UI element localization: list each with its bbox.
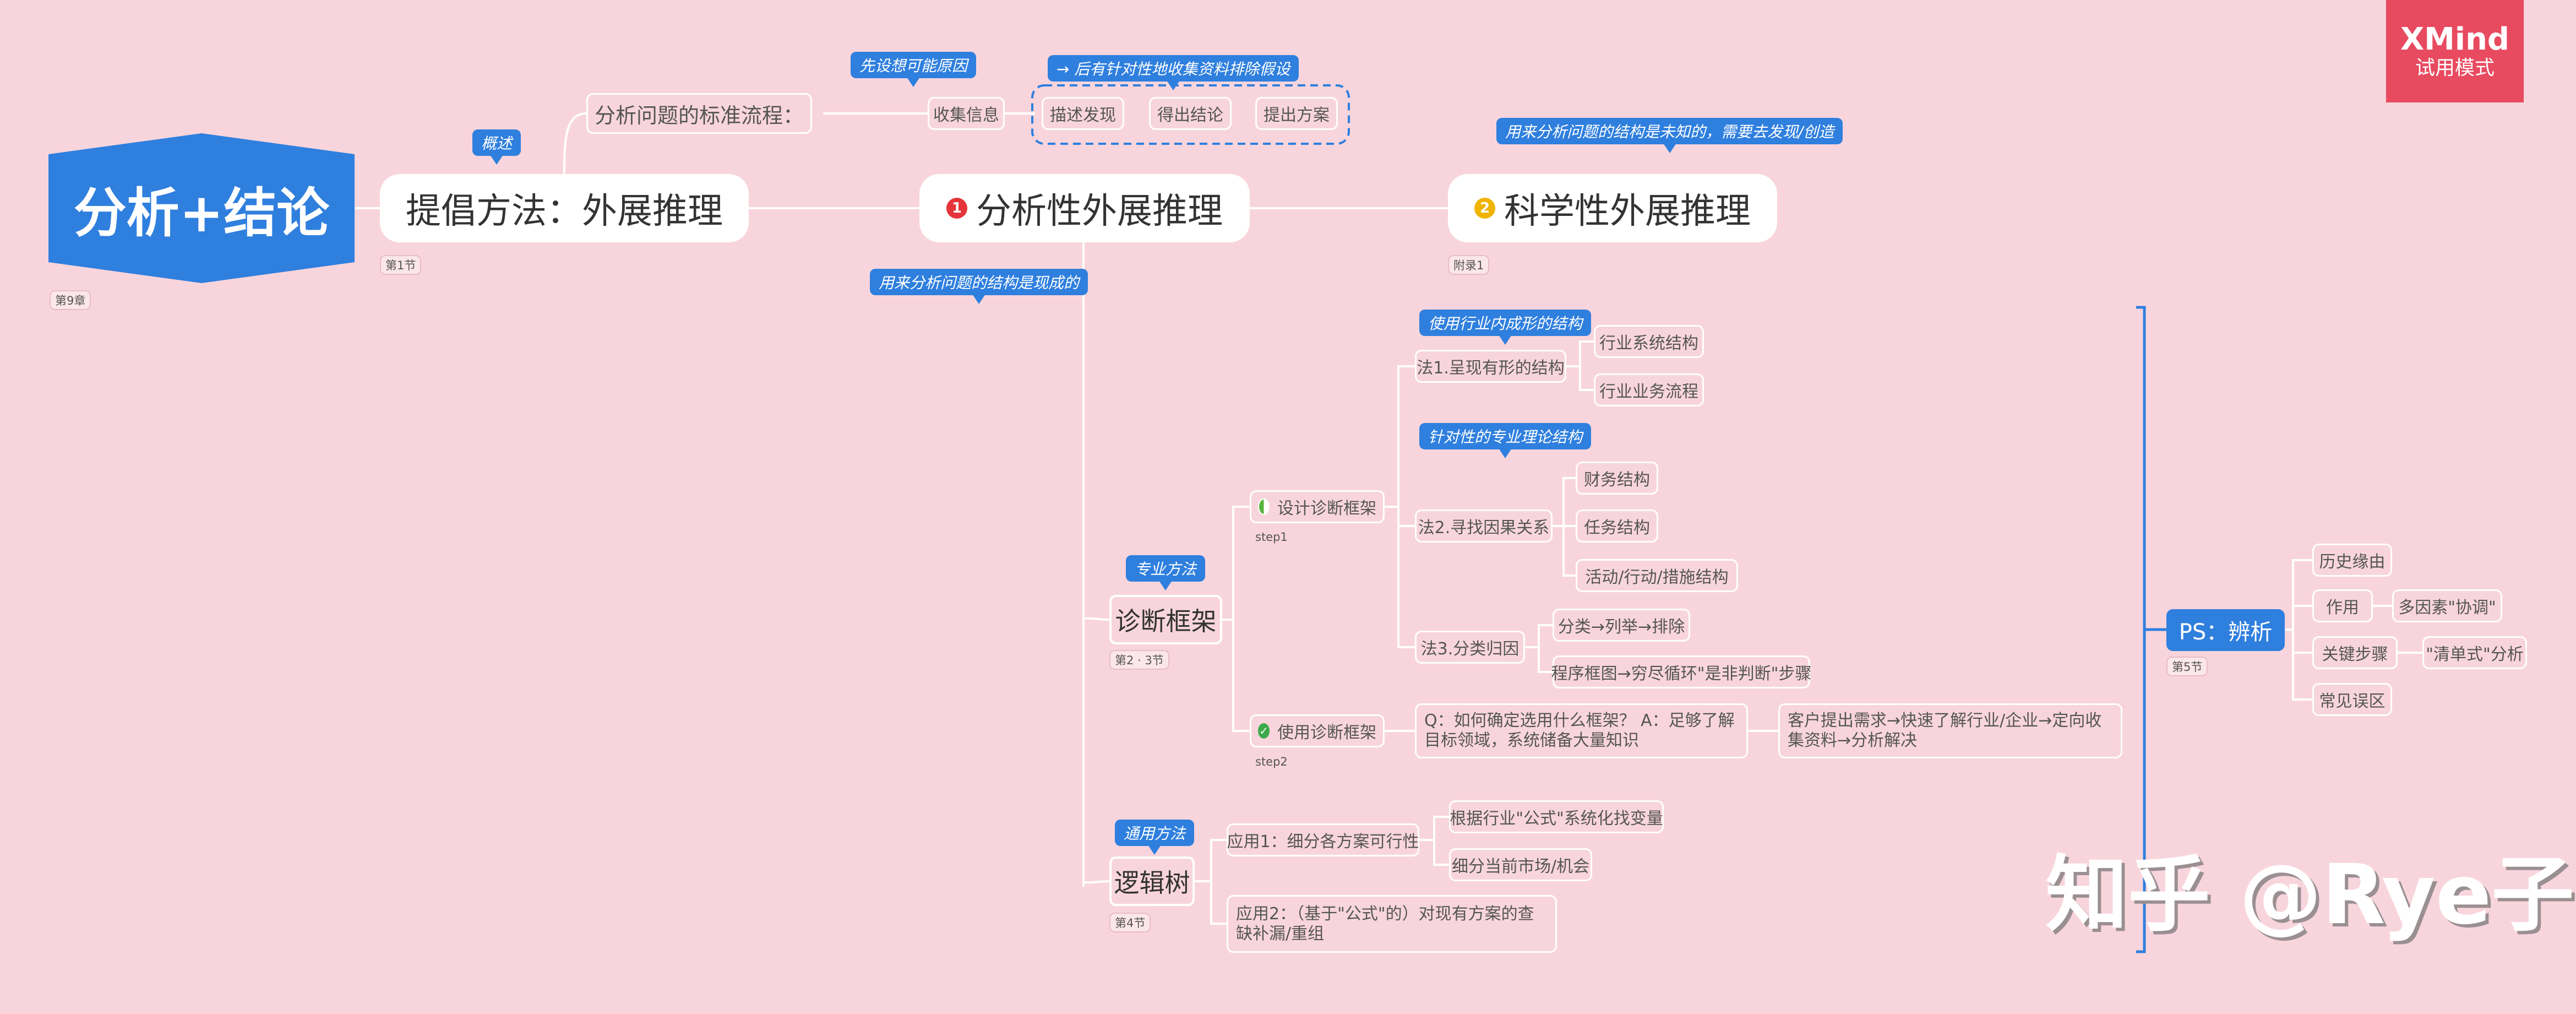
- m1-node[interactable]: 法1.呈现有形的结构: [1415, 350, 1566, 383]
- priority-1-icon: 1: [946, 198, 967, 219]
- ps-item-pitfalls[interactable]: 常见误区: [2312, 683, 2392, 716]
- step2-qa[interactable]: Q：如何确定选用什么框架？ A：足够了解目标领域，系统储备大量知识: [1415, 703, 1748, 758]
- step2-label: 使用诊断框架: [1277, 723, 1376, 742]
- app1-child-formula[interactable]: 根据行业"公式"系统化找变量: [1449, 800, 1664, 833]
- ps-item-role[interactable]: 作用: [2312, 589, 2373, 622]
- method-title: 提倡方法：外展推理: [406, 191, 723, 232]
- m3-node[interactable]: 法3.分类归因: [1415, 631, 1525, 664]
- step2-result[interactable]: 客户提出需求→快速了解行业/企业→定向收集资料→分析解决: [1778, 703, 2122, 758]
- root-topic[interactable]: 分析+结论: [48, 133, 355, 283]
- app2-node[interactable]: 应用2：（基于"公式"的）对现有方案的查缺补漏/重组: [1227, 895, 1557, 953]
- flow-step-conclude[interactable]: 得出结论: [1149, 97, 1232, 130]
- scientific-note: 附录1: [1448, 255, 1490, 275]
- half-progress-icon: [1258, 498, 1270, 515]
- diagnosis-note: 第2 · 3节: [1109, 650, 1169, 670]
- xmind-watermark: XMind 试用模式: [2386, 0, 2524, 102]
- ps-note: 第5节: [2166, 657, 2208, 676]
- m3-child-classify[interactable]: 分类→列举→排除: [1553, 609, 1690, 642]
- app1-child-market[interactable]: 细分当前市场/机会: [1449, 848, 1592, 881]
- app1-node[interactable]: 应用1：细分各方案可行性: [1227, 823, 1419, 856]
- m2-callout: 针对性的专业理论结构: [1419, 423, 1592, 458]
- diagnosis-callout: 专业方法: [1126, 555, 1206, 590]
- step1-note: step1: [1255, 530, 1288, 544]
- root-note: 第9章: [50, 290, 91, 310]
- ps-topic[interactable]: PS：辨析: [2166, 609, 2285, 651]
- step1-label: 设计诊断框架: [1277, 499, 1376, 518]
- m1-child-system[interactable]: 行业系统结构: [1594, 325, 1704, 358]
- ps-role-detail[interactable]: 多因素"协调": [2392, 589, 2502, 622]
- m2-node[interactable]: 法2.寻找因果关系: [1415, 509, 1553, 543]
- flow-group-boundary: [1031, 84, 1350, 145]
- flow-collect[interactable]: 收集信息: [928, 97, 1005, 130]
- flow-label[interactable]: 分析问题的标准流程：: [586, 93, 813, 134]
- check-icon: ✓: [1258, 723, 1270, 739]
- m3-child-flowchart[interactable]: 程序框图→穷尽循环"是非判断"步骤: [1551, 655, 1811, 688]
- diagnosis-topic[interactable]: 诊断框架: [1109, 595, 1222, 644]
- method-topic[interactable]: 提倡方法：外展推理: [380, 174, 749, 242]
- flow-step-propose[interactable]: 提出方案: [1255, 97, 1338, 130]
- step2-node[interactable]: ✓ 使用诊断框架: [1250, 714, 1385, 747]
- scientific-title: 科学性外展推理: [1504, 191, 1751, 232]
- xmind-mode: 试用模式: [2415, 57, 2495, 79]
- m1-callout: 使用行业内成形的结构: [1419, 310, 1592, 345]
- m2-child-task[interactable]: 任务结构: [1576, 509, 1658, 543]
- m2-child-finance[interactable]: 财务结构: [1576, 462, 1658, 495]
- analytic-title: 分析性外展推理: [976, 191, 1223, 232]
- priority-2-icon: 2: [1474, 198, 1495, 219]
- method-note: 第1节: [380, 255, 422, 275]
- step2-note: step2: [1255, 755, 1288, 768]
- ps-item-steps[interactable]: 关键步骤: [2312, 636, 2398, 669]
- scientific-callout: 用来分析问题的结构是未知的，需要去发现/创造: [1496, 118, 1843, 153]
- flow-group-callout: → 后有针对性地收集资料排除假设: [1048, 55, 1299, 90]
- m2-child-activity[interactable]: 活动/行动/措施结构: [1576, 559, 1738, 592]
- root-shape: [48, 133, 355, 283]
- analytic-callout: 用来分析问题的结构是现成的: [870, 269, 1088, 304]
- method-callout: 概述: [472, 129, 521, 165]
- logic-callout: 通用方法: [1115, 820, 1195, 855]
- logic-note: 第4节: [1109, 913, 1151, 932]
- ps-steps-detail[interactable]: "清单式"分析: [2422, 636, 2527, 669]
- collect-callout: 先设想可能原因: [851, 52, 977, 87]
- scientific-topic[interactable]: 2 科学性外展推理: [1448, 174, 1777, 242]
- step1-node[interactable]: 设计诊断框架: [1250, 490, 1385, 523]
- xmind-brand: XMind: [2400, 21, 2510, 57]
- zhihu-credit: 知乎 @Rye子: [2045, 847, 2574, 943]
- m1-child-process[interactable]: 行业业务流程: [1594, 373, 1704, 406]
- flow-step-describe[interactable]: 描述发现: [1042, 97, 1124, 130]
- analytic-topic[interactable]: 1 分析性外展推理: [919, 174, 1250, 242]
- root-title: 分析+结论: [73, 182, 330, 244]
- logic-topic[interactable]: 逻辑树: [1109, 856, 1195, 906]
- ps-item-history[interactable]: 历史缘由: [2312, 544, 2392, 577]
